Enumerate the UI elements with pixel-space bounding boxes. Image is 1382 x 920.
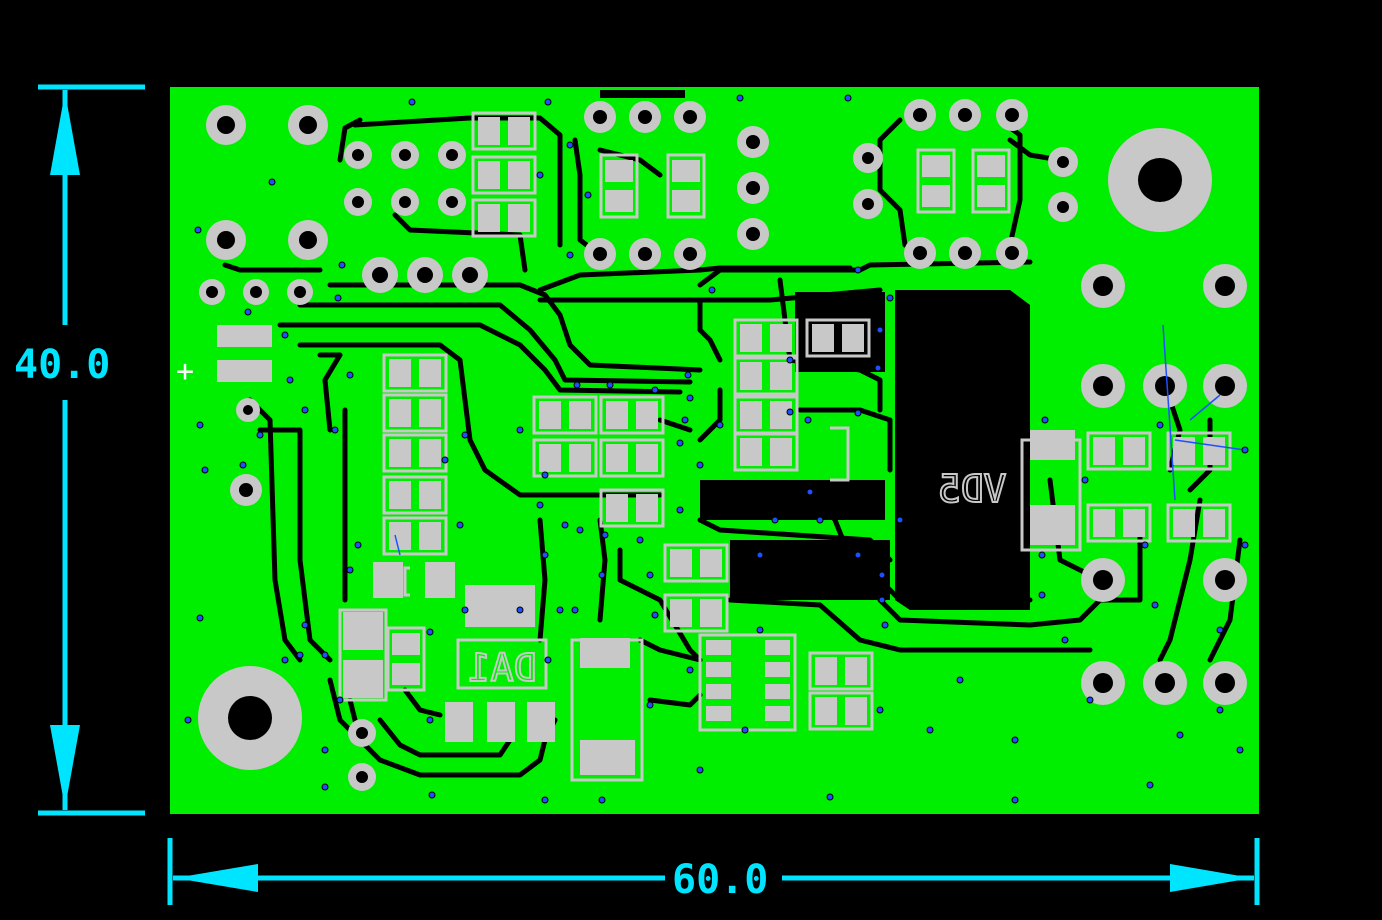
smd-r-9 — [382, 393, 448, 433]
smd-r-18 — [733, 318, 799, 358]
width-dimension — [167, 838, 1260, 905]
smd-r-25 — [808, 651, 874, 691]
smd-r-15 — [532, 438, 598, 478]
height-dimension — [38, 84, 145, 816]
smd-r-27 — [1086, 431, 1152, 471]
smd-r-7 — [971, 148, 1011, 214]
height-dimension-label: 40.0 — [14, 342, 110, 388]
drill-holes — [206, 108, 1235, 783]
width-dimension-label: 60.0 — [672, 857, 768, 903]
smd-r-26 — [808, 691, 874, 731]
width-dim-arrow-right — [1170, 864, 1252, 892]
smd-r-19 — [805, 318, 871, 358]
pour-void-2 — [700, 480, 885, 520]
height-dim-arrow-up — [50, 92, 80, 175]
label-plus: + — [176, 354, 194, 389]
smd-r-21 — [733, 395, 799, 435]
smd-r-1 — [471, 111, 537, 151]
misc-smd-pads — [217, 325, 1075, 775]
smd-r-30 — [1166, 503, 1232, 543]
smd-r-11 — [382, 475, 448, 515]
smd-r-10 — [382, 433, 448, 473]
smd-r-2 — [471, 155, 537, 195]
height-dim-arrow-down — [50, 725, 80, 808]
smd-r-5 — [666, 153, 706, 219]
ratsnest-lines — [394, 324, 1246, 556]
vias — [184, 94, 1249, 804]
smd-r-4 — [599, 153, 639, 219]
smd-r-16 — [599, 438, 665, 478]
pour-void-3 — [730, 540, 890, 600]
smd-r-20 — [733, 356, 799, 396]
mounting-hole-top-right — [1108, 128, 1212, 232]
pour-void-4 — [600, 90, 685, 98]
smd-r-6 — [916, 148, 956, 214]
smd-r-22 — [733, 432, 799, 472]
mounting-hole-bottom-left — [198, 666, 302, 770]
smd-r-13 — [532, 395, 598, 435]
smd-r-3 — [471, 198, 537, 238]
smd-components — [382, 111, 1232, 731]
smd-r-12 — [382, 516, 448, 556]
width-dim-arrow-left — [175, 864, 258, 892]
label-da1: DA1 — [468, 646, 537, 690]
vd5-component-body — [895, 290, 1030, 610]
smd-r-24 — [663, 593, 729, 633]
smd-r-23 — [663, 543, 729, 583]
smd-r-14 — [599, 395, 665, 435]
smd-r-31 — [386, 626, 426, 692]
label-vd5: VD5 — [938, 467, 1007, 511]
smd-r-28 — [1166, 431, 1232, 471]
smd-r-17 — [599, 488, 665, 528]
smd-r-29 — [1086, 503, 1152, 543]
smd-r-8 — [382, 353, 448, 393]
